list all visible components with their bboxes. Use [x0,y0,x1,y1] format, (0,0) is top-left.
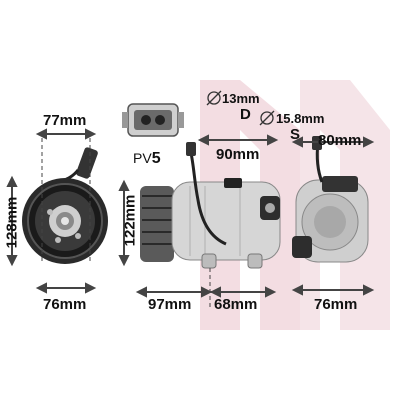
pulley-prefix: PV [133,150,152,166]
dimension-lines [6,128,375,310]
compressor-side-view [140,142,281,269]
rear-width-bottom-label: 76mm [314,296,358,313]
electrical-connector [122,103,184,137]
suction-port-label: S [290,126,301,143]
suction-diameter-label: 15.8mm [276,111,325,126]
pulley-height-label: 122mm [121,194,139,247]
discharge-port-label: D [240,106,251,123]
pulley-grooves: 5 [151,150,161,167]
body-length-b-label: 68mm [214,296,258,313]
clutch-width-bottom-label: 76mm [43,296,87,313]
clutch-height-label: 128mm [3,196,21,249]
rear-width-top-label: 80mm [318,132,362,149]
clutch-front-view [22,147,108,264]
compressor-rear-view [292,136,369,263]
discharge-diameter-label: 13mm [222,91,260,106]
pulley-type-label: PV5 [133,150,161,168]
port-spacing-label: 90mm [216,146,260,163]
body-length-a-label: 97mm [148,296,192,313]
diameter-icon [206,90,275,126]
clutch-width-top-label: 77mm [43,112,87,129]
